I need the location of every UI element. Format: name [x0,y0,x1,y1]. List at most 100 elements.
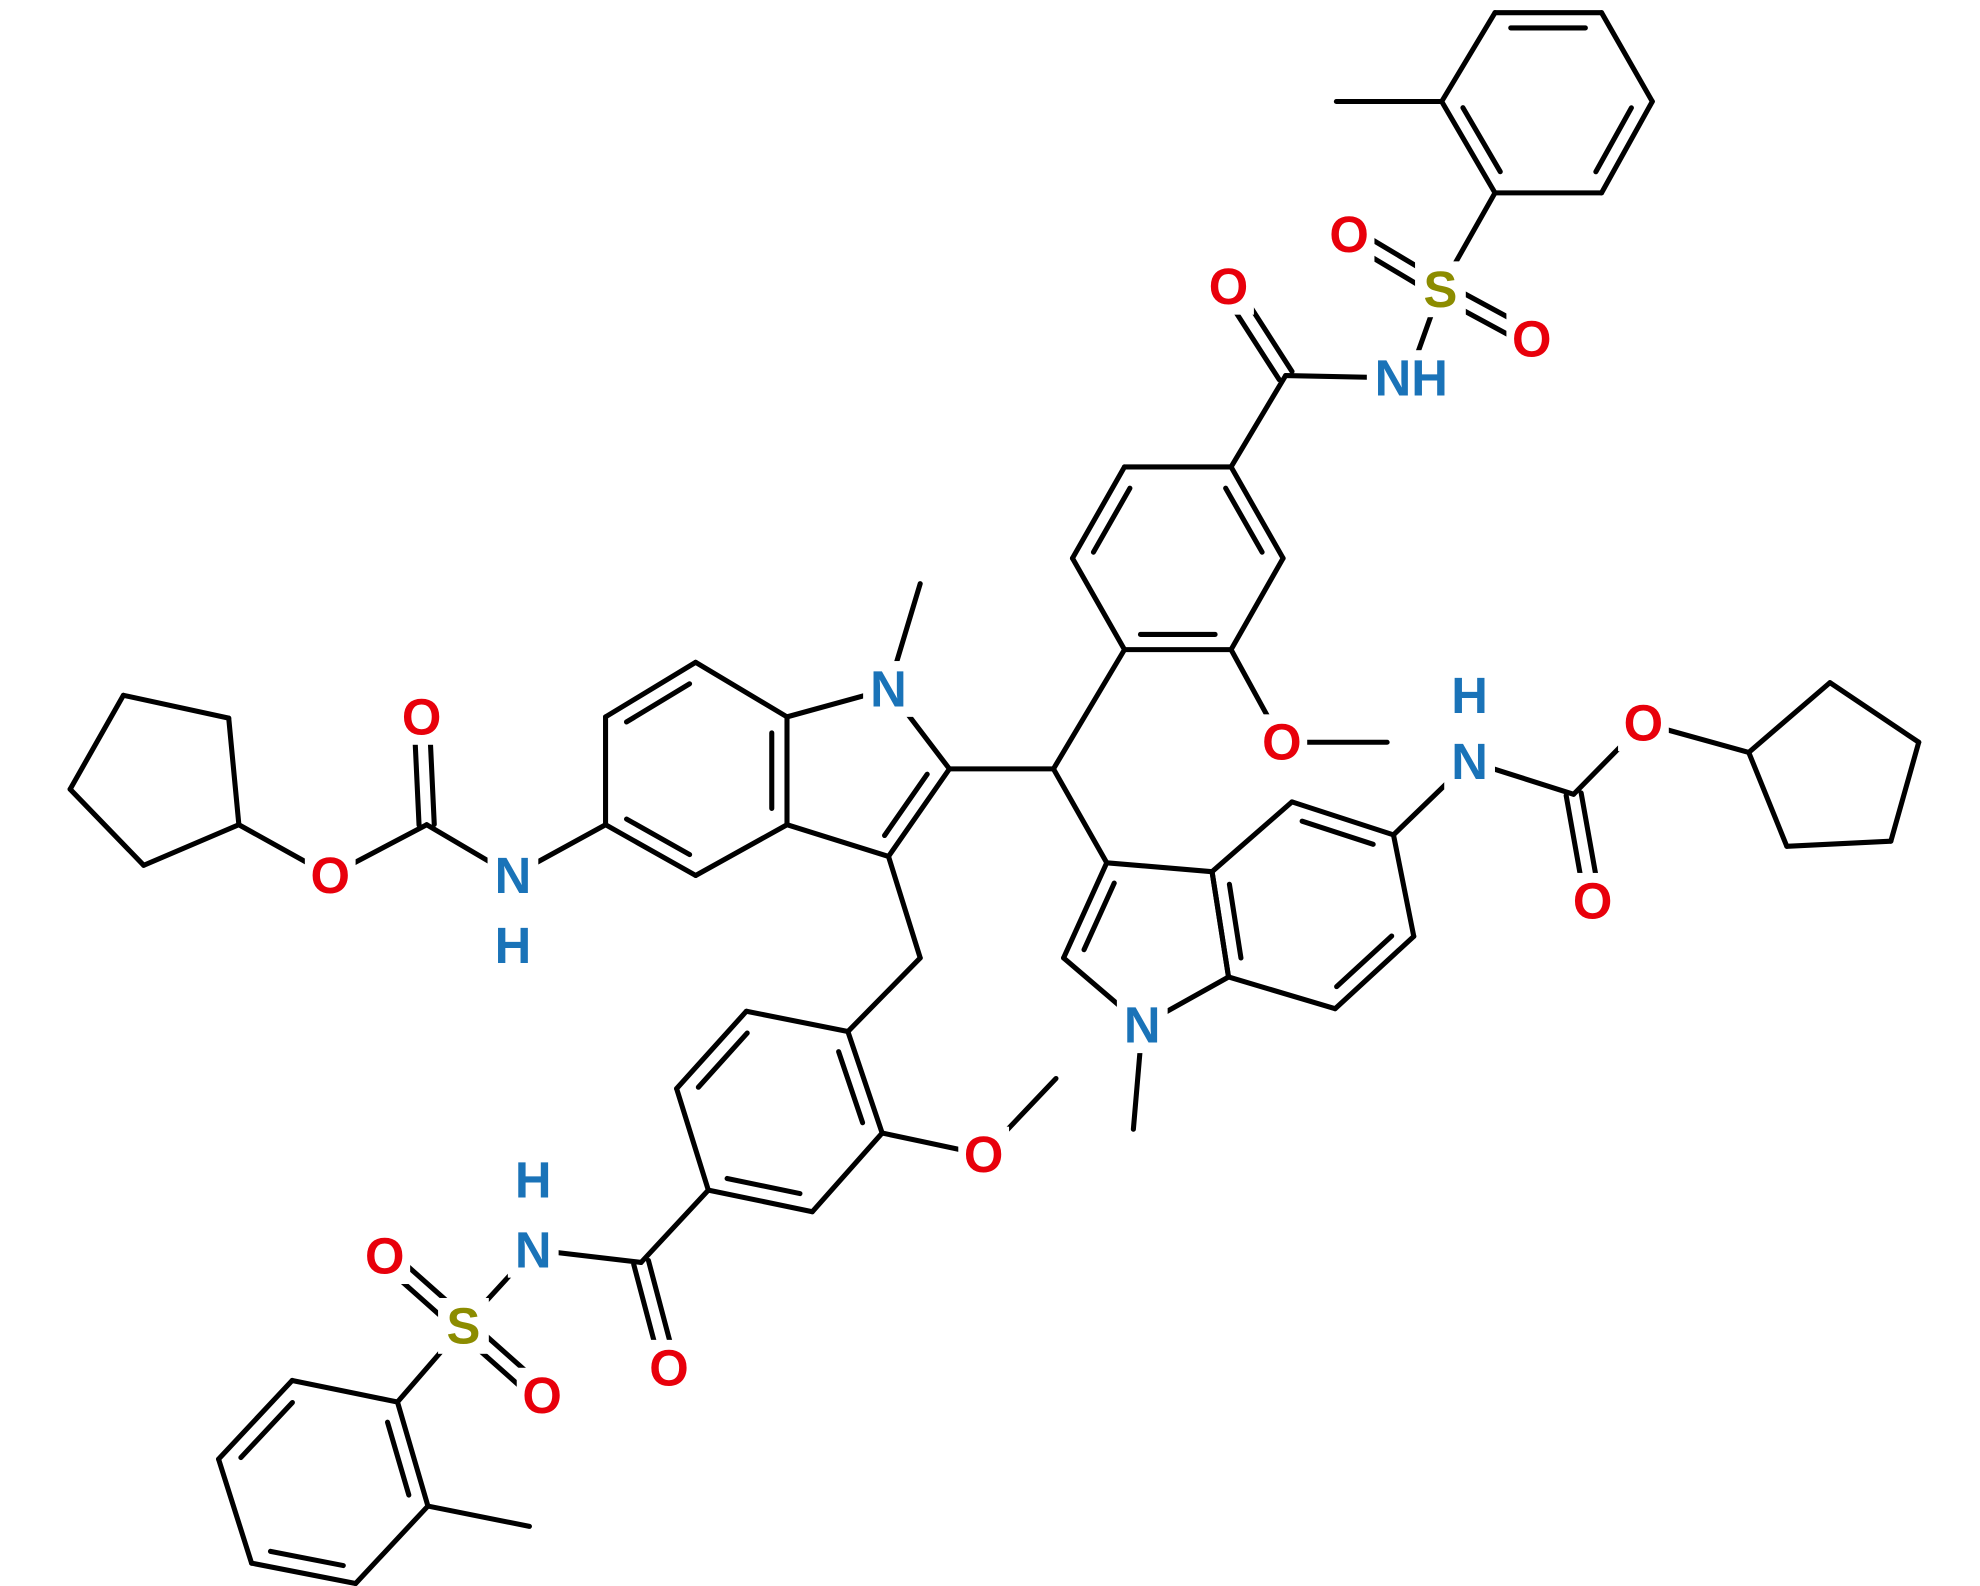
bond [425,1503,532,1529]
bond [1223,485,1265,555]
bond [267,1548,346,1569]
bond [1090,485,1133,555]
bond [1332,933,1417,1012]
oxygen-atom: O [522,1367,561,1424]
label-mask [1444,733,1495,790]
bond [1593,105,1634,175]
bond [624,816,693,858]
bond [674,1086,711,1193]
bond [1784,838,1894,849]
label-mask [958,1126,1010,1183]
bond [1390,832,1417,939]
label-mask [304,847,356,904]
sulfur-atom: S [447,1297,481,1354]
label-mask [1444,667,1495,724]
bond [885,853,923,961]
label-mask [1567,872,1619,929]
label-mask [1323,206,1375,263]
bond [226,715,242,828]
bond [1050,647,1128,772]
bond [1334,933,1395,990]
sulfur-atom: S [1423,261,1457,318]
label-mask [396,688,447,745]
bond [1228,464,1286,561]
bond [1289,799,1397,838]
bond [1460,105,1503,175]
bond [67,786,147,868]
label-mask [1116,997,1168,1054]
label-mask [863,661,914,717]
bond [1209,869,1232,980]
oxygen-atom: O [1573,872,1612,929]
label-masks [304,206,1669,1424]
bond [67,692,126,792]
nh-group: NH [1375,350,1448,407]
bond [1599,98,1655,196]
bond [238,1399,295,1461]
bond [1228,555,1286,653]
bond [1226,881,1244,961]
bond [695,1030,750,1090]
oxygen-atom: O [1262,714,1301,771]
bond [249,1560,359,1586]
bond [141,822,242,868]
bond [1746,680,1833,755]
oxygen-atom: O [649,1339,688,1396]
bond [705,1187,815,1215]
nitrogen-atom: N [495,847,532,904]
bond [1599,10,1655,105]
bond [216,1377,295,1462]
bond [1069,464,1128,561]
hydrogen-atom: H [515,1151,552,1208]
label-mask [507,1152,559,1208]
hydrogen-atom: H [495,917,532,974]
nitrogen-atom: N [1124,997,1161,1054]
bond [384,1419,412,1498]
label-mask [487,917,539,974]
bond [845,1028,885,1136]
bond [743,1008,851,1035]
bond [1104,860,1215,875]
nitrogen-atom: N [870,660,907,717]
bond [836,1049,866,1126]
bond [1228,373,1289,470]
nitrogen-atom: N [515,1221,552,1278]
bond [693,822,790,879]
oxygen-atom: O [310,847,349,904]
oxygen-atom: O [1329,206,1368,263]
label-mask [1415,261,1466,318]
bonds [67,10,1922,1586]
bond [394,1399,431,1509]
bond [784,822,892,859]
label-mask [516,1367,568,1424]
bond [809,1130,885,1215]
label-mask [1256,714,1308,771]
bond [1827,680,1922,745]
oxygen-atom: O [402,688,441,745]
label-mask [507,1221,559,1278]
bond [216,1456,255,1566]
bond [1061,860,1110,961]
oxygen-atom: O [1624,695,1663,752]
label-mask [1506,310,1558,367]
label-mask [359,1228,411,1285]
bond [1209,799,1295,875]
bond [1439,98,1498,196]
label-mask [487,847,539,904]
label-mask [1366,350,1456,407]
bond [1081,880,1117,953]
bond [1299,818,1376,847]
bond [638,1187,711,1265]
bond [845,955,923,1035]
bond [1069,555,1128,653]
nitrogen-atom: N [1451,733,1488,790]
bond [1225,974,1338,1012]
bond [603,659,699,720]
bond [623,681,693,725]
bond [724,1175,803,1197]
oxygen-atom: O [1512,310,1551,367]
bond [603,822,699,879]
bond [882,771,930,839]
